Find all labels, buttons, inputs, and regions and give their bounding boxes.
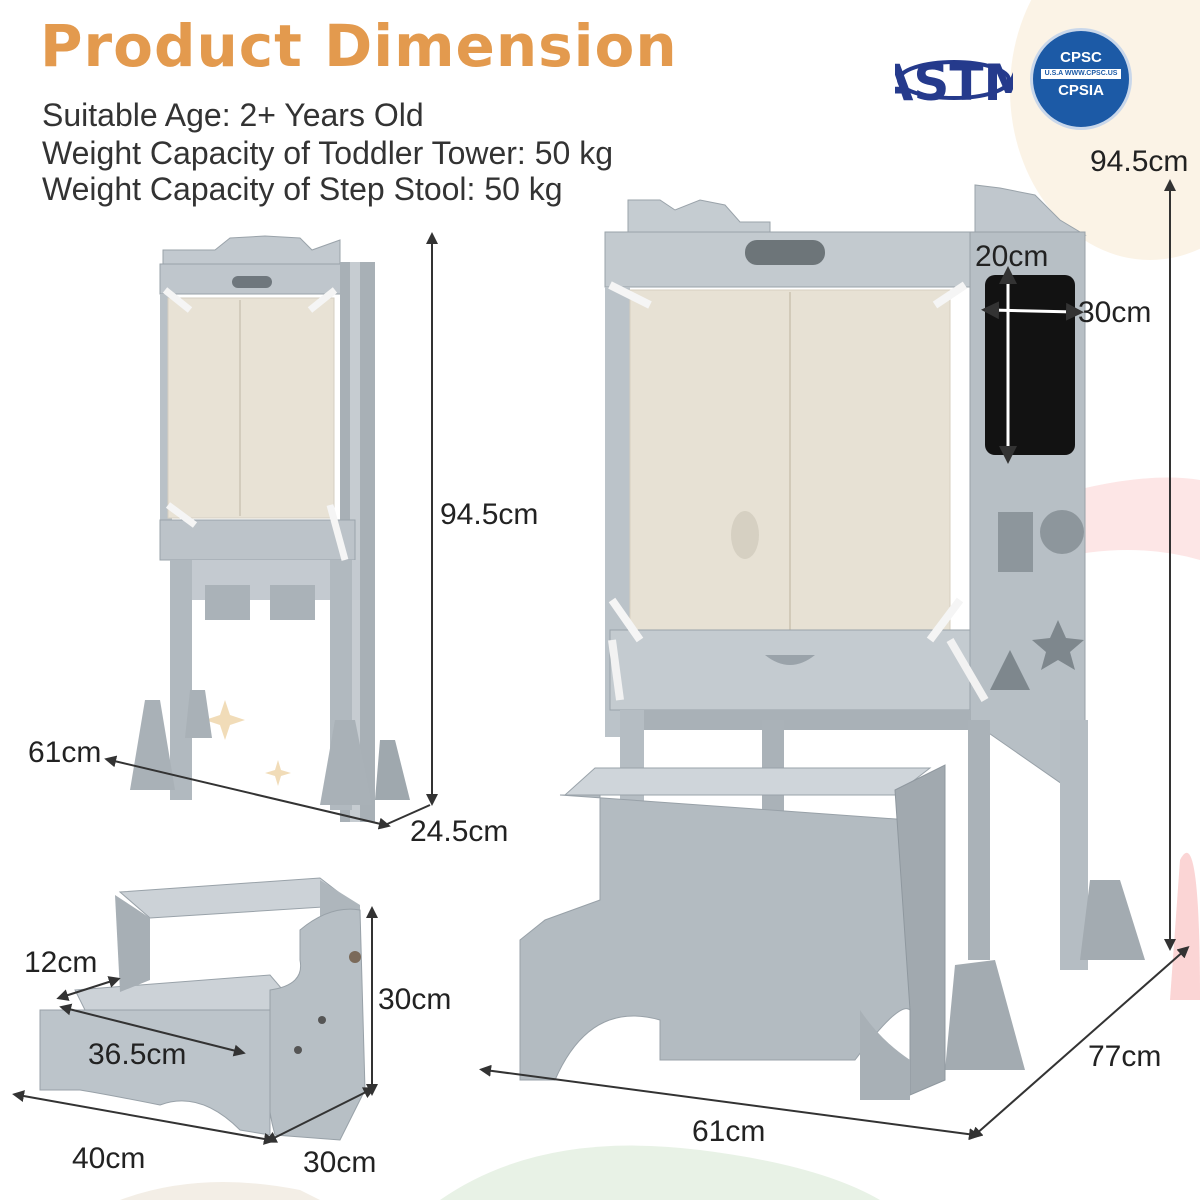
cpsc-badge-icon: CPSC U.S.A WWW.CPSC.US CPSIA [1030, 28, 1132, 130]
spec-tower-capacity: Weight Capacity of Toddler Tower: 50 kg [42, 135, 613, 171]
page-title: Product Dimension [40, 12, 678, 80]
spec-stool-capacity: Weight Capacity of Step Stool: 50 kg [42, 171, 563, 207]
tower-width-label: 61cm [692, 1115, 766, 1148]
stool-width-label: 40cm [72, 1142, 146, 1175]
tower-height-label: 94.5cm [1090, 145, 1189, 178]
stool-step-depth-label: 12cm [24, 946, 98, 979]
astm-logo-icon: ASTM [895, 54, 1013, 112]
stool-depth-label: 30cm [303, 1146, 377, 1179]
folded-width-label: 61cm [28, 736, 102, 769]
stool-step-width-label: 36.5cm [88, 1038, 187, 1071]
astm-logo-text: ASTM [895, 54, 1013, 112]
cpsc-badge-bottom: CPSIA [1058, 82, 1104, 99]
tower-depth-label: 77cm [1088, 1040, 1162, 1073]
folded-height-label: 94.5cm [440, 498, 539, 531]
spec-age: Suitable Age: 2+ Years Old [42, 97, 424, 133]
cpsc-badge-url: U.S.A WWW.CPSC.US [1041, 69, 1121, 79]
folded-depth-label: 24.5cm [410, 815, 509, 848]
board-width-label: 20cm [975, 240, 1049, 273]
board-height-label: 30cm [1078, 296, 1152, 329]
stool-height-label: 30cm [378, 983, 452, 1016]
cpsc-badge-top: CPSC [1060, 49, 1102, 66]
